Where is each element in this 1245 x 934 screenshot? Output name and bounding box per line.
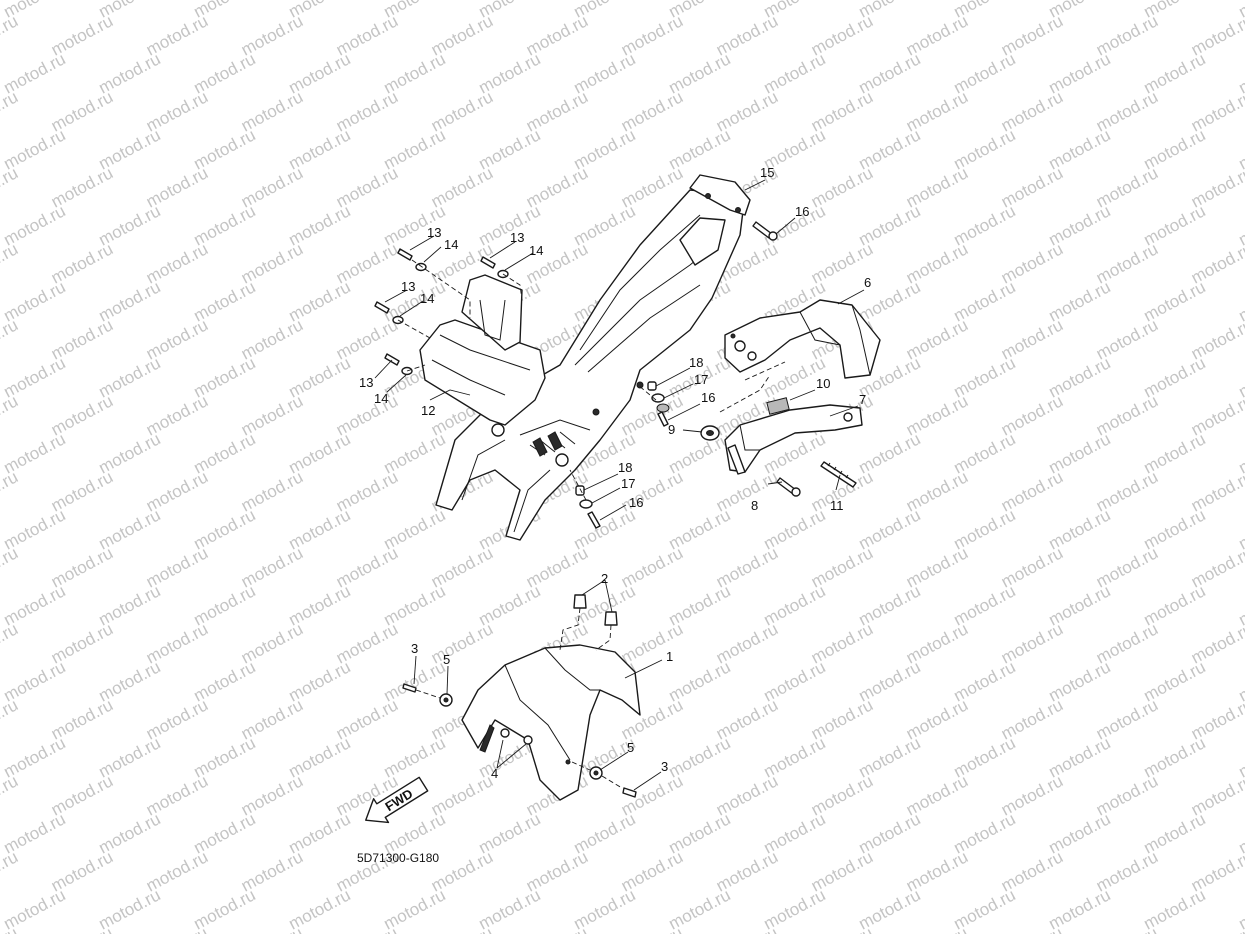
callout-13: 13 bbox=[359, 375, 373, 390]
callout-3: 3 bbox=[411, 641, 418, 656]
watermark-text: motod.ru bbox=[0, 163, 21, 211]
callout-18: 18 bbox=[689, 355, 703, 370]
rear-fender-part-12 bbox=[419, 189, 746, 541]
watermark-text: motod.ru bbox=[333, 923, 401, 934]
callout-13: 13 bbox=[427, 225, 441, 240]
diagram-code: 5D71300-G180 bbox=[357, 851, 439, 865]
callout-3: 3 bbox=[661, 759, 668, 774]
callout-6: 6 bbox=[864, 275, 871, 290]
watermark-text: motod.ru bbox=[998, 923, 1066, 934]
callout-7: 7 bbox=[859, 392, 866, 407]
callout-15: 15 bbox=[760, 165, 774, 180]
watermark-text: motod.ru bbox=[48, 923, 116, 934]
callout-14: 14 bbox=[444, 237, 458, 252]
watermark-text: motod.ru bbox=[238, 923, 306, 934]
bolts-part-2 bbox=[573, 594, 618, 626]
watermark-text: motod.ru bbox=[0, 771, 21, 819]
front-fender-part-1 bbox=[461, 644, 641, 801]
watermark-text: motod.ru bbox=[0, 239, 21, 287]
callout-18: 18 bbox=[618, 460, 632, 475]
callout-1: 1 bbox=[666, 649, 673, 664]
watermark-text: motod.ru bbox=[0, 87, 21, 135]
watermark-text: motod.ru bbox=[1093, 923, 1161, 934]
bracket-part-6 bbox=[724, 299, 881, 379]
watermark-text: motod.ru bbox=[0, 543, 21, 591]
callout-14: 14 bbox=[529, 243, 543, 258]
damper-part-9 bbox=[700, 425, 720, 441]
bolt-part-8 bbox=[776, 477, 801, 497]
callout-2: 2 bbox=[601, 571, 608, 586]
watermark-text: motod.ru bbox=[0, 391, 21, 439]
callout-11: 11 bbox=[830, 498, 844, 513]
callout-13: 13 bbox=[510, 230, 524, 245]
leader-lines bbox=[374, 179, 865, 791]
watermark-text: motod.ru bbox=[0, 619, 21, 667]
callout-14: 14 bbox=[374, 391, 388, 406]
watermark-text: motod.ru bbox=[618, 923, 686, 934]
watermark-text: motod.ru bbox=[1235, 0, 1245, 22]
watermark-text: motod.ru bbox=[1188, 923, 1245, 934]
watermark-text: motod.ru bbox=[428, 923, 496, 934]
watermark-text: motod.ru bbox=[713, 923, 781, 934]
tail-cover-part-15 bbox=[679, 174, 751, 266]
callout-14: 14 bbox=[420, 291, 434, 306]
callout-5: 5 bbox=[443, 652, 450, 667]
bolt-part-16-top bbox=[752, 221, 778, 241]
bolt-part-11 bbox=[820, 461, 857, 488]
callout-10: 10 bbox=[816, 376, 830, 391]
callout-labels: 1 2 3 3 4 5 5 6 7 8 9 10 11 12 13 13 13 … bbox=[359, 165, 871, 781]
watermark-text: motod.ru bbox=[0, 847, 21, 895]
pad-part-10 bbox=[766, 397, 790, 415]
watermark-text: motod.ru bbox=[0, 923, 21, 934]
callout-12: 12 bbox=[421, 403, 435, 418]
callout-16: 16 bbox=[629, 495, 643, 510]
callout-4: 4 bbox=[491, 766, 498, 781]
watermark-text: motod.ru bbox=[903, 923, 971, 934]
watermark-text: motod.ru bbox=[0, 467, 21, 515]
bolt-washer-right bbox=[589, 766, 637, 798]
callout-16: 16 bbox=[701, 390, 715, 405]
watermark-text: motod.ru bbox=[143, 923, 211, 934]
watermark-text: motod.ru bbox=[0, 695, 21, 743]
callout-17: 17 bbox=[694, 372, 708, 387]
callout-16: 16 bbox=[795, 204, 809, 219]
callout-13: 13 bbox=[401, 279, 415, 294]
watermark-text: motod.ru bbox=[0, 11, 21, 59]
stay-part-7 bbox=[724, 404, 863, 475]
callout-17: 17 bbox=[621, 476, 635, 491]
grommet-stack-right bbox=[647, 381, 670, 427]
callout-8: 8 bbox=[751, 498, 758, 513]
grommet-stack-lower bbox=[575, 485, 601, 529]
callout-5: 5 bbox=[627, 740, 634, 755]
callout-9: 9 bbox=[668, 422, 675, 437]
bolt-washer-left bbox=[402, 683, 453, 707]
watermark-text: motod.ru bbox=[523, 923, 591, 934]
watermark-text: motod.ru bbox=[808, 923, 876, 934]
watermark-text: motod.ru bbox=[0, 315, 21, 363]
